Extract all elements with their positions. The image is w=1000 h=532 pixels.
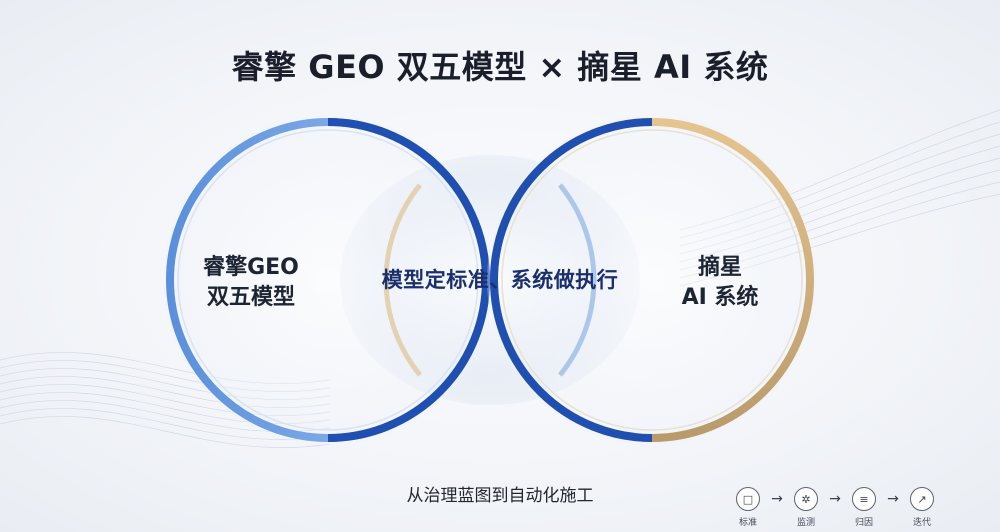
left-circle-label: 睿擎GEO 双五模型 bbox=[186, 253, 316, 313]
center-slogan: 模型定标准、系统做执行 bbox=[381, 268, 619, 292]
right-circle-line1: 摘星 bbox=[697, 255, 742, 280]
left-circle-line2: 双五模型 bbox=[206, 285, 295, 310]
flow-step-label: 监测 bbox=[796, 518, 815, 528]
flow-step-standard: □ 标准 bbox=[730, 487, 766, 528]
wave-lines-left bbox=[0, 352, 331, 448]
right-circle-label: 摘星 AI 系统 bbox=[660, 253, 780, 313]
overlap-arc-left bbox=[383, 183, 422, 377]
flow-step-label: 迭代 bbox=[912, 518, 931, 528]
flow-step-label: 标准 bbox=[738, 518, 757, 528]
flow-step-monitor: ✲ 监测 bbox=[788, 487, 824, 528]
process-flow: □ 标准 → ✲ 监测 → ≡ 归因 → ↗ 迭代 bbox=[730, 487, 960, 528]
overlap-arc-right bbox=[558, 183, 597, 377]
flow-step-iterate: ↗ 迭代 bbox=[904, 487, 940, 528]
square-icon: □ bbox=[736, 487, 760, 511]
left-circle-line1: 睿擎GEO bbox=[203, 255, 299, 280]
subtitle: 从治理蓝图到自动化施工 bbox=[406, 486, 594, 506]
arrow-right-icon: → bbox=[771, 491, 783, 507]
right-circle-line2: AI 系统 bbox=[681, 285, 759, 310]
gear-icon: ✲ bbox=[794, 487, 818, 511]
page-title: 睿擎 GEO 双五模型 × 摘星 AI 系统 bbox=[231, 48, 769, 86]
flow-step-attribution: ≡ 归因 bbox=[846, 487, 882, 528]
trend-icon: ↗ bbox=[910, 487, 934, 511]
arrow-right-icon: → bbox=[887, 491, 899, 507]
layers-icon: ≡ bbox=[852, 487, 876, 511]
flow-step-label: 归因 bbox=[854, 518, 873, 528]
arrow-right-icon: → bbox=[829, 491, 841, 507]
